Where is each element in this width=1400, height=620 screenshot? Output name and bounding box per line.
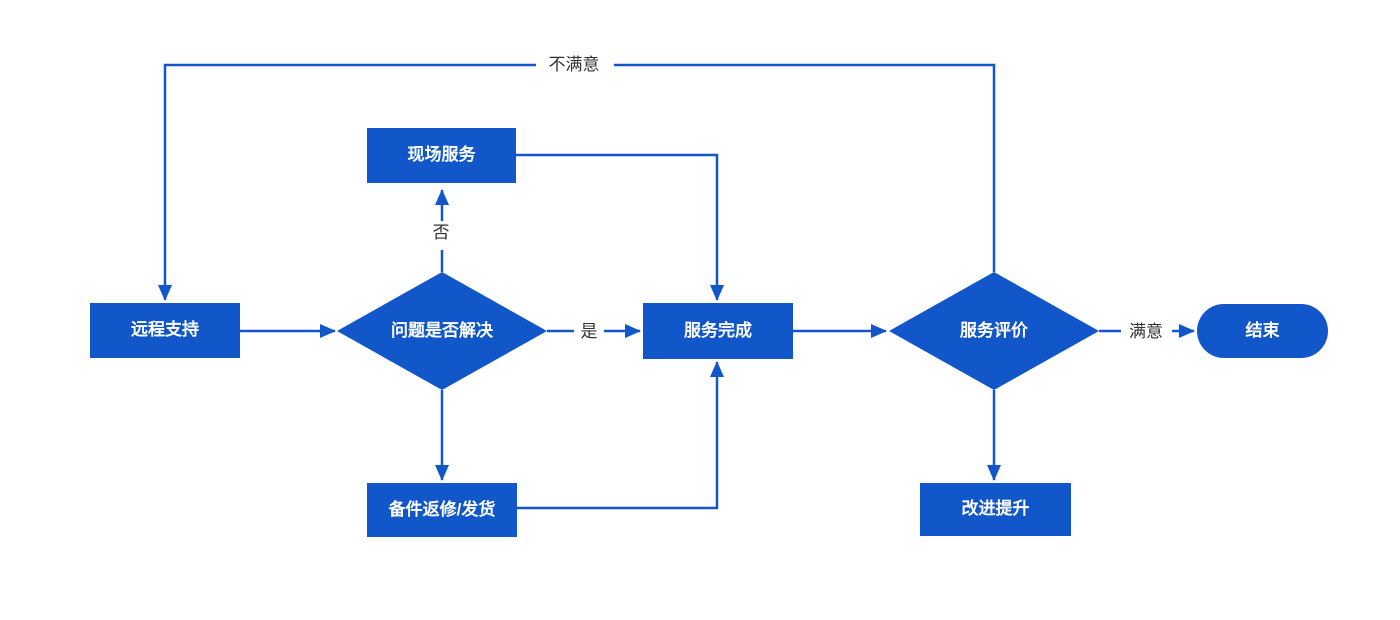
node-onsite-service[interactable]: 现场服务 xyxy=(367,128,516,183)
node-end-terminator[interactable]: 结束 xyxy=(1197,304,1328,358)
edge-eval-to-remote-seg1 xyxy=(614,63,996,272)
node-improve[interactable]: 改进提升 xyxy=(920,483,1071,536)
edge-eval-to-remote-seg2 xyxy=(158,63,536,301)
edge-label-satisfied: 满意 xyxy=(1124,321,1168,343)
node-problem-solved-label: 问题是否解决 xyxy=(391,320,493,340)
edge-label-no: 否 xyxy=(427,222,455,244)
node-parts-return[interactable]: 备件返修/发货 xyxy=(367,483,517,537)
node-remote-support-label: 远程支持 xyxy=(131,320,199,340)
node-parts-return-label: 备件返修/发货 xyxy=(388,499,496,519)
edge-label-yes: 是 xyxy=(575,321,603,343)
node-end-label: 结束 xyxy=(1245,320,1280,340)
node-service-done-label: 服务完成 xyxy=(684,320,752,340)
node-onsite-service-label: 现场服务 xyxy=(407,145,476,165)
node-service-done[interactable]: 服务完成 xyxy=(643,303,793,359)
edge-label-unsatisfied: 不满意 xyxy=(543,54,605,76)
node-improve-label: 改进提升 xyxy=(961,499,1030,519)
edge-parts-to-done xyxy=(517,361,724,510)
node-service-eval-label: 服务评价 xyxy=(960,320,1028,340)
node-remote-support[interactable]: 远程支持 xyxy=(90,303,240,358)
edge-onsite-to-done xyxy=(516,153,724,301)
